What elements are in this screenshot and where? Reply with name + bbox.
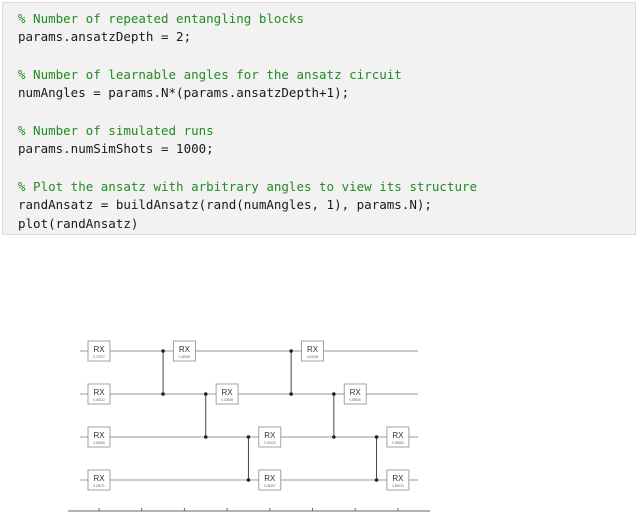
rx-gate-box	[301, 340, 324, 362]
code-line: params.numSimShots = 1000;	[18, 141, 214, 156]
rx-gate-box	[258, 469, 282, 491]
rx-gate-angle: 0.69626	[349, 398, 361, 402]
gate-layer: RX0.72917RX0.46222RX0.50605RX0.29071RX0.…	[87, 340, 410, 491]
rx-gate-box	[386, 426, 410, 448]
control-dot	[246, 435, 251, 439]
rx-gate-angle: 0.46509	[179, 355, 191, 359]
rx-gate-label: RX	[179, 345, 191, 354]
code-line: randAnsatz = buildAnsatz(rand(numAngles,…	[18, 197, 432, 212]
control-dot	[203, 392, 208, 396]
rx-gate-label: RX	[93, 431, 105, 440]
rx-gate-label: RX	[350, 388, 362, 397]
qubit-wires	[80, 350, 418, 481]
circuit-plot: RX0.72917RX0.46222RX0.50605RX0.29071RX0.…	[68, 340, 430, 512]
rx-gate-angle: 0.29071	[93, 484, 105, 488]
rx-gate-angle: 0.72917	[93, 355, 105, 359]
rx-gate-box	[258, 426, 282, 448]
rx-gate-label: RX	[264, 431, 276, 440]
control-dot	[332, 435, 336, 439]
code-block: % Number of repeated entangling blocks p…	[2, 2, 636, 235]
rx-gate-angle: 0.26397	[264, 484, 276, 488]
control-dot	[289, 349, 293, 353]
code-line: % Number of simulated runs	[18, 123, 214, 138]
rx-gate-label: RX	[392, 431, 404, 440]
rx-gate-angle: 0.35984	[392, 441, 404, 445]
control-dot	[161, 349, 165, 353]
control-dot	[289, 392, 293, 396]
rx-gate-box	[87, 340, 111, 362]
rx-gate-label: RX	[307, 345, 319, 354]
rx-gate-label: RX	[222, 388, 234, 397]
rx-gate-box	[172, 340, 196, 362]
control-dot	[203, 435, 208, 439]
rx-gate-angle: 0.63005	[307, 355, 319, 359]
rx-gate-angle: 0.50605	[93, 441, 105, 445]
rx-gate-label: RX	[93, 388, 105, 397]
rx-gate-box	[87, 426, 111, 448]
control-dot	[332, 392, 336, 396]
control-dot	[374, 435, 379, 439]
rx-gate-box	[343, 383, 367, 405]
code-line: plot(randAnsatz)	[18, 216, 139, 231]
control-dot	[161, 392, 165, 396]
rx-gate-label: RX	[264, 474, 276, 483]
x-axis	[68, 508, 430, 512]
control-dot	[374, 478, 379, 482]
rx-gate-box	[386, 469, 410, 491]
rx-gate-angle: 0.56023	[392, 484, 404, 488]
code-line: % Number of repeated entangling blocks	[18, 11, 304, 26]
rx-gate-box	[87, 383, 111, 405]
code-line: numAngles = params.N*(params.ansatzDepth…	[18, 85, 350, 100]
control-links	[161, 349, 379, 482]
rx-gate-angle: 0.46222	[93, 398, 105, 402]
rx-gate-label: RX	[93, 474, 105, 483]
rx-gate-angle: 0.02425	[264, 441, 276, 445]
rx-gate-angle: 0.10648	[221, 398, 233, 402]
rx-gate-box	[87, 469, 111, 491]
rx-gate-label: RX	[392, 474, 404, 483]
control-dot	[246, 478, 251, 482]
code-line: params.ansatzDepth = 2;	[18, 29, 192, 44]
rx-gate-box	[215, 383, 239, 405]
code-line: % Number of learnable angles for the ans…	[18, 67, 402, 82]
code-line: % Plot the ansatz with arbitrary angles …	[18, 179, 478, 194]
rx-gate-label: RX	[93, 345, 105, 354]
